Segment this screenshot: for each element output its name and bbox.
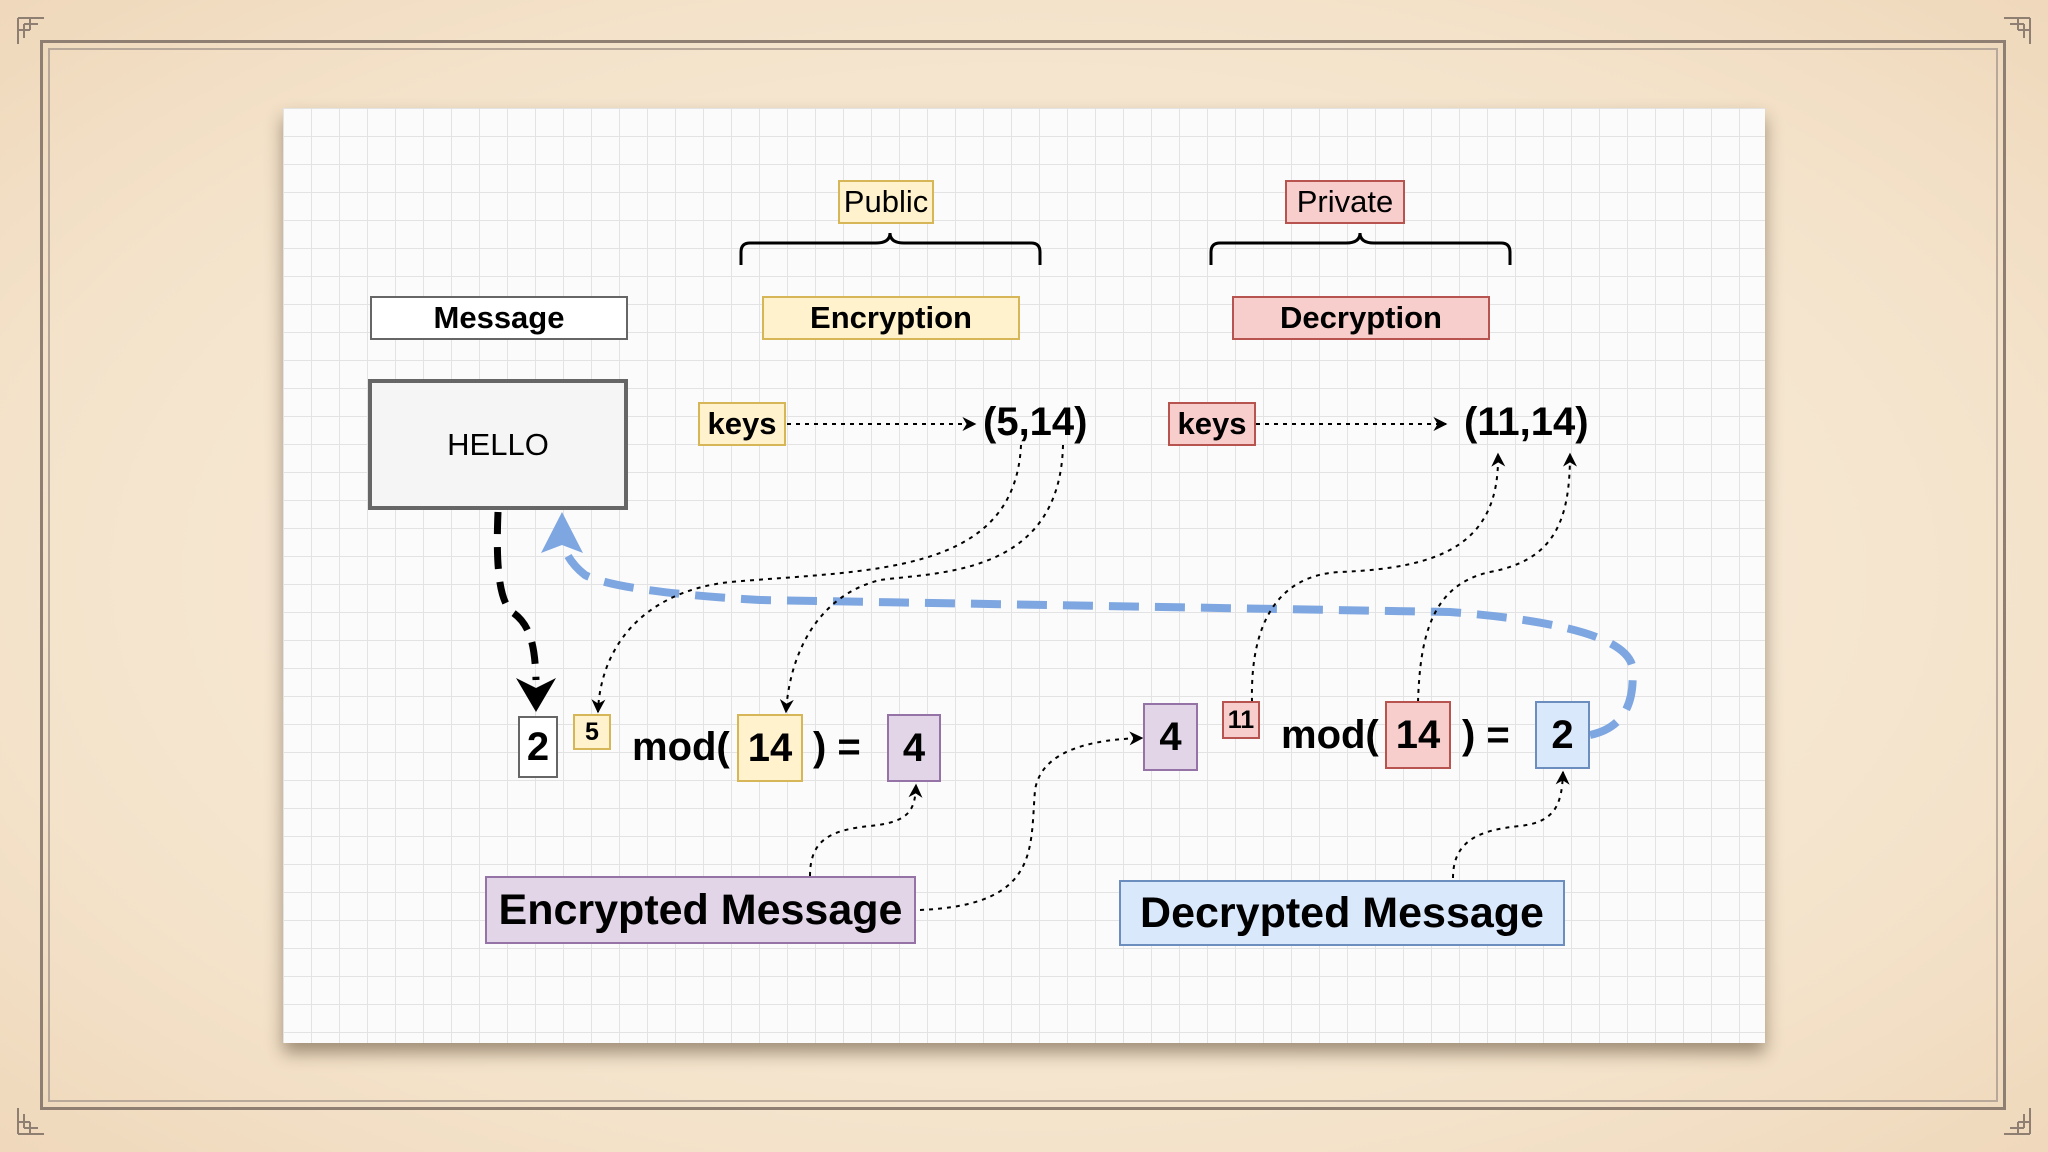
message-to-number-arrowhead xyxy=(516,678,556,712)
public-modulus: 14 xyxy=(737,714,803,782)
return-arrow-line xyxy=(558,539,1637,739)
decryption-mod-text: mod( xyxy=(1281,713,1379,757)
encrypted-msg-to-result-arrow xyxy=(809,783,923,877)
inner-frame xyxy=(48,48,1998,1102)
private-keys-label: keys xyxy=(1168,402,1256,446)
encrypted-message-label: Encrypted Message xyxy=(485,876,916,944)
corner-ornament-icon xyxy=(17,1108,44,1135)
encryption-equals: ) = xyxy=(813,725,861,769)
decrypted-result: 2 xyxy=(1535,701,1590,769)
modulus14-dec-arrow xyxy=(1417,452,1577,703)
modulus14-enc-arrow xyxy=(779,444,1064,714)
corner-ornament-icon xyxy=(2004,1108,2031,1135)
decryption-heading: Decryption xyxy=(1232,296,1490,340)
public-label: Public xyxy=(838,180,934,224)
private-brace xyxy=(1209,232,1512,265)
exponent5-arrow xyxy=(591,444,1022,714)
encrypted-msg-to-dec-input-arrow xyxy=(919,731,1144,911)
outer-frame xyxy=(40,40,2006,1110)
corner-ornament-icon xyxy=(17,17,44,44)
public-exponent: 5 xyxy=(573,714,611,750)
decrypted-message-label: Decrypted Message xyxy=(1119,880,1565,946)
return-arrow-head xyxy=(541,512,583,553)
public-keys-label: keys xyxy=(698,402,786,446)
private-label: Private xyxy=(1285,180,1405,224)
private-exponent: 11 xyxy=(1222,701,1260,739)
message-to-number-arrow xyxy=(493,511,540,681)
private-modulus: 14 xyxy=(1385,701,1451,769)
plaintext-message-box: HELLO xyxy=(368,379,628,510)
exponent11-arrow xyxy=(1250,452,1506,703)
decryption-equals: ) = xyxy=(1462,713,1510,757)
decrypted-msg-to-result-arrow xyxy=(1452,770,1570,879)
encryption-mod-text: mod( xyxy=(632,725,730,769)
ciphertext-result: 4 xyxy=(887,714,941,782)
corner-ornament-icon xyxy=(2004,17,2031,44)
public-brace xyxy=(739,232,1042,265)
plaintext-number: 2 xyxy=(518,716,558,778)
private-key-value: (11,14) xyxy=(1464,400,1589,444)
encryption-heading: Encryption xyxy=(762,296,1020,340)
public-key-value: (5,14) xyxy=(983,400,1088,444)
ciphertext-input: 4 xyxy=(1143,703,1198,771)
message-heading: Message xyxy=(370,296,628,340)
